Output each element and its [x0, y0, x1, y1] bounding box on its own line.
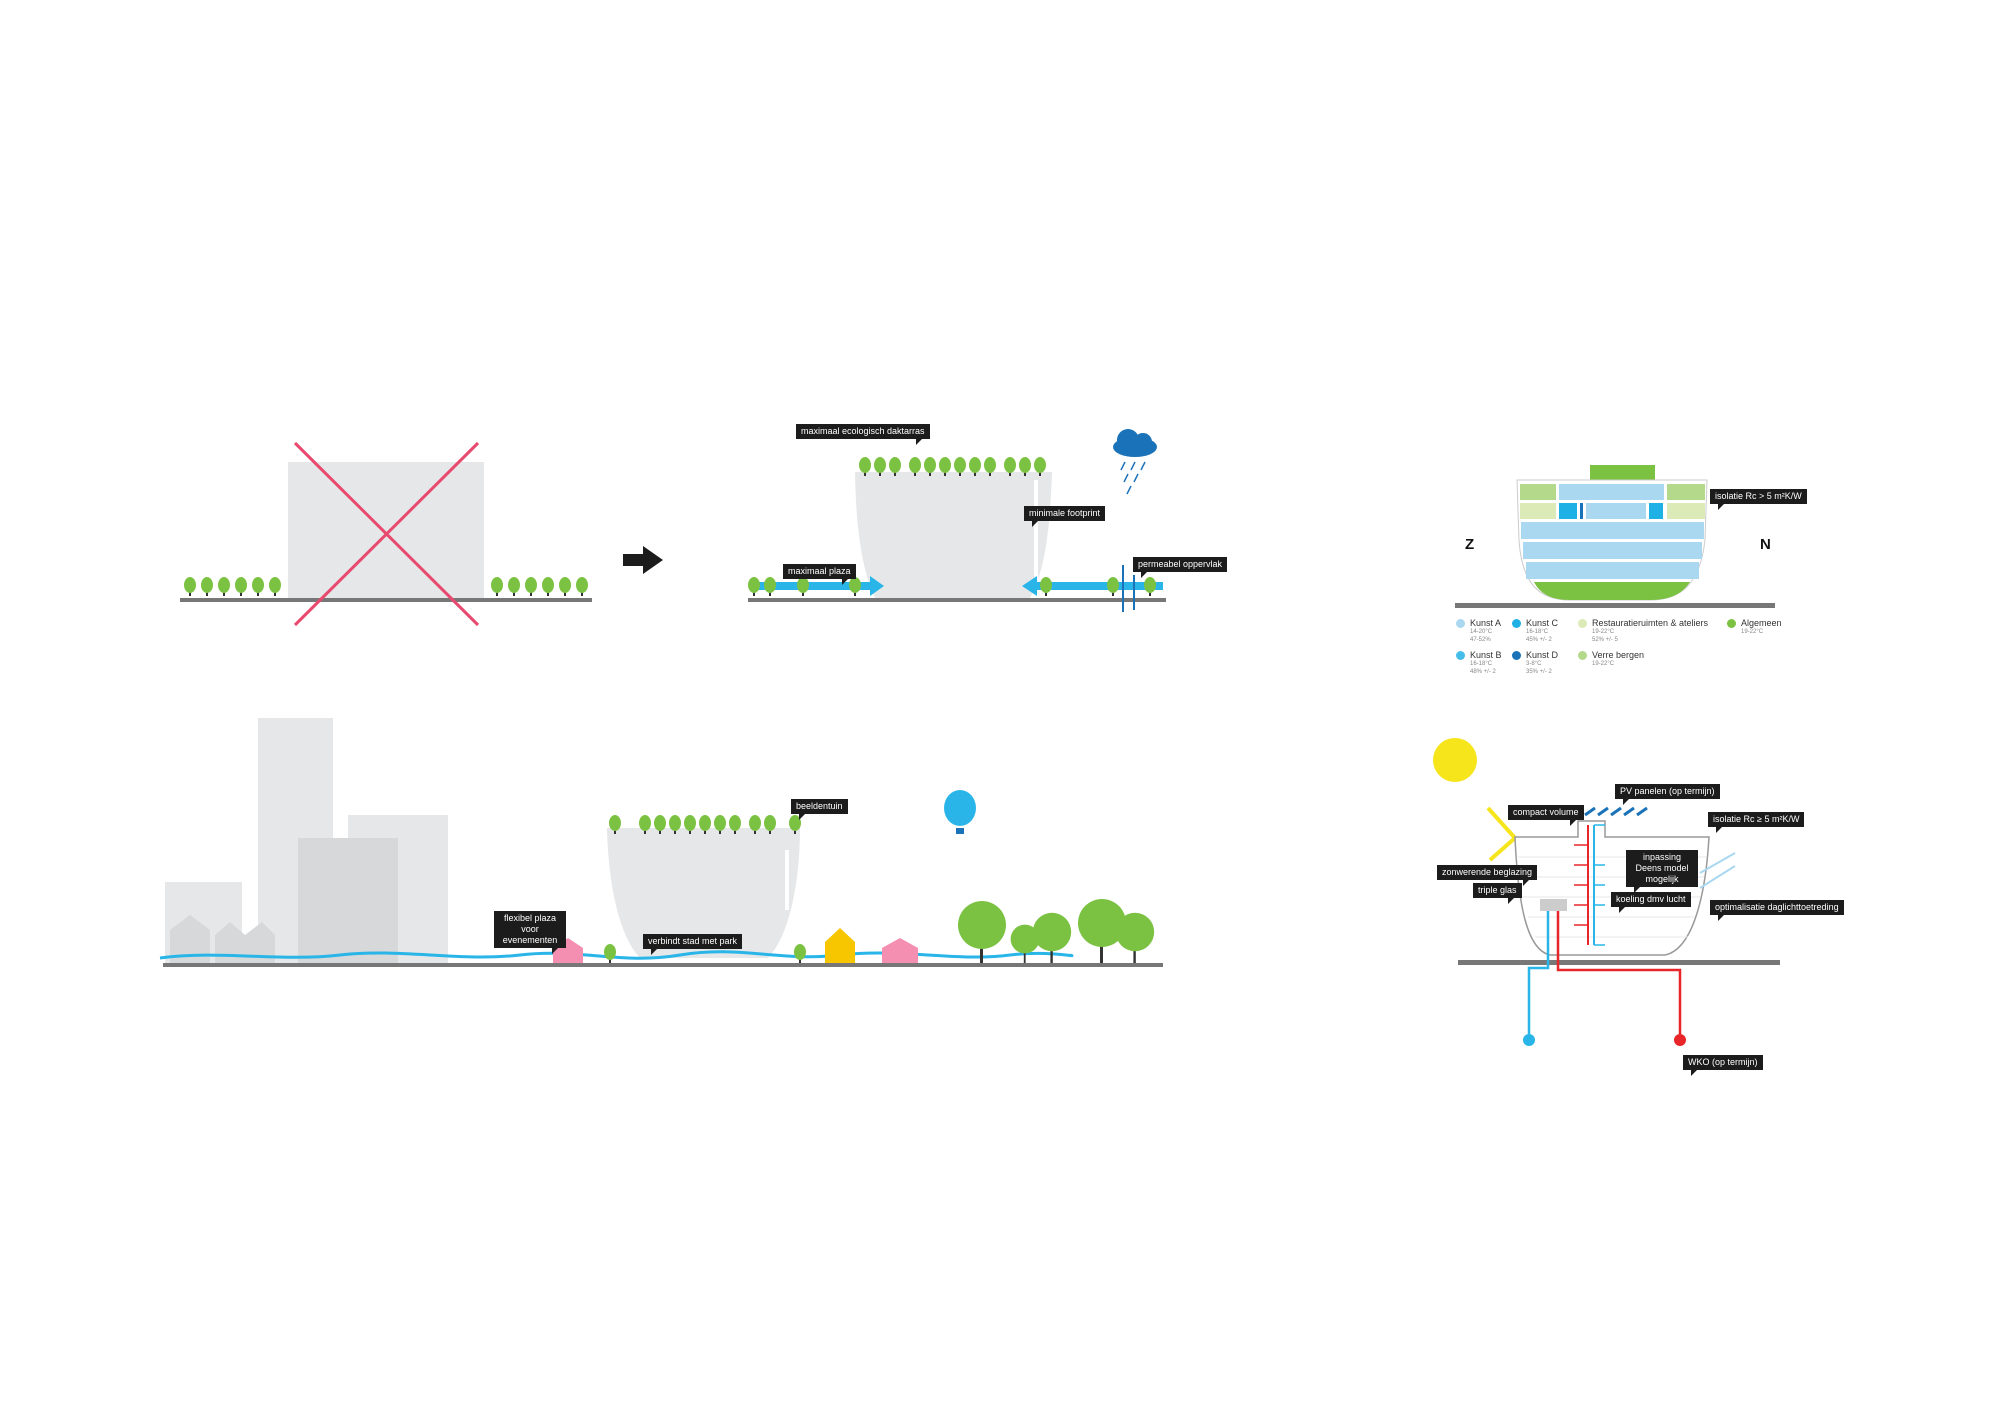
label-insulation: isolatie Rc > 5 m²K/W	[1710, 489, 1807, 510]
label-daylight-optimisation: optimalisatie daglichttoetreding	[1710, 900, 1844, 921]
label-minimal-footprint: minimale footprint	[1024, 506, 1106, 527]
trees-right	[491, 577, 588, 596]
plaza-arrow-right	[1022, 576, 1163, 596]
label-connect-city-park: verbindt stad met park	[643, 934, 743, 955]
tent-yellow	[825, 928, 855, 963]
panel-current-block	[180, 441, 592, 627]
installation-box	[1540, 899, 1567, 911]
pv-panels-icon	[1584, 806, 1648, 817]
label-sunshade-glazing: zonwerende beglazing	[1437, 865, 1538, 886]
arrow-right-icon	[623, 546, 663, 574]
hot-air-balloon-icon	[944, 790, 976, 834]
daylight-rays	[1699, 852, 1736, 889]
sun-icon	[1433, 738, 1477, 782]
label-maximal-plaza: maximaal plaza	[783, 564, 856, 585]
panel-concept	[748, 429, 1166, 612]
warm-pipe	[1556, 911, 1682, 1040]
warm-well-icon	[1674, 1034, 1686, 1046]
infiltration-arrows	[1122, 565, 1135, 612]
label-permeable-surface: permeabel oppervlak	[1133, 557, 1228, 578]
pot-building	[855, 472, 1052, 598]
cold-well-icon	[1523, 1034, 1535, 1046]
label-wko: WKO (op termijn)	[1683, 1055, 1763, 1076]
pot-building	[607, 828, 800, 958]
label-sculpture-garden: beeldentuin	[791, 799, 848, 820]
label-compact-volume: compact volume	[1508, 805, 1584, 826]
ground-line	[163, 963, 1163, 967]
north-marker: N	[1760, 536, 1771, 553]
label-triple-glass: triple glas	[1473, 883, 1522, 904]
label-pv-panels: PV panelen (op termijn)	[1615, 784, 1720, 805]
label-air-cooling: koeling dmv lucht	[1611, 892, 1691, 913]
ground-line	[748, 598, 1166, 602]
panel-climate-section	[1455, 465, 1775, 608]
south-marker: Z	[1465, 536, 1475, 553]
ground-line	[1458, 960, 1780, 965]
label-flexible-plaza: flexibel plaza voor evenementen	[494, 911, 566, 954]
panel-city-park	[159, 718, 1163, 967]
ground-line	[180, 598, 592, 602]
river-path	[159, 950, 1074, 960]
label-danish-model: inpassing Deens model mogelijk	[1626, 850, 1698, 893]
zone-algemeen-top	[1590, 465, 1655, 480]
label-roof-terrace: maximaal ecologisch daktarras	[796, 424, 930, 445]
cold-pipe	[1527, 911, 1550, 1040]
city-building	[298, 838, 398, 965]
trees-left	[184, 577, 281, 596]
energy-building	[1514, 820, 1710, 956]
cross-icon	[293, 441, 480, 627]
ground-line	[1455, 603, 1775, 608]
block-building	[288, 462, 484, 600]
panel-energy	[1433, 738, 1780, 1046]
plaza-arrow-left	[752, 576, 884, 596]
label-insulation: isolatie Rc ≥ 5 m²K/W	[1708, 812, 1805, 833]
tent-pink	[882, 938, 918, 963]
rain-cloud-icon	[1113, 429, 1157, 495]
